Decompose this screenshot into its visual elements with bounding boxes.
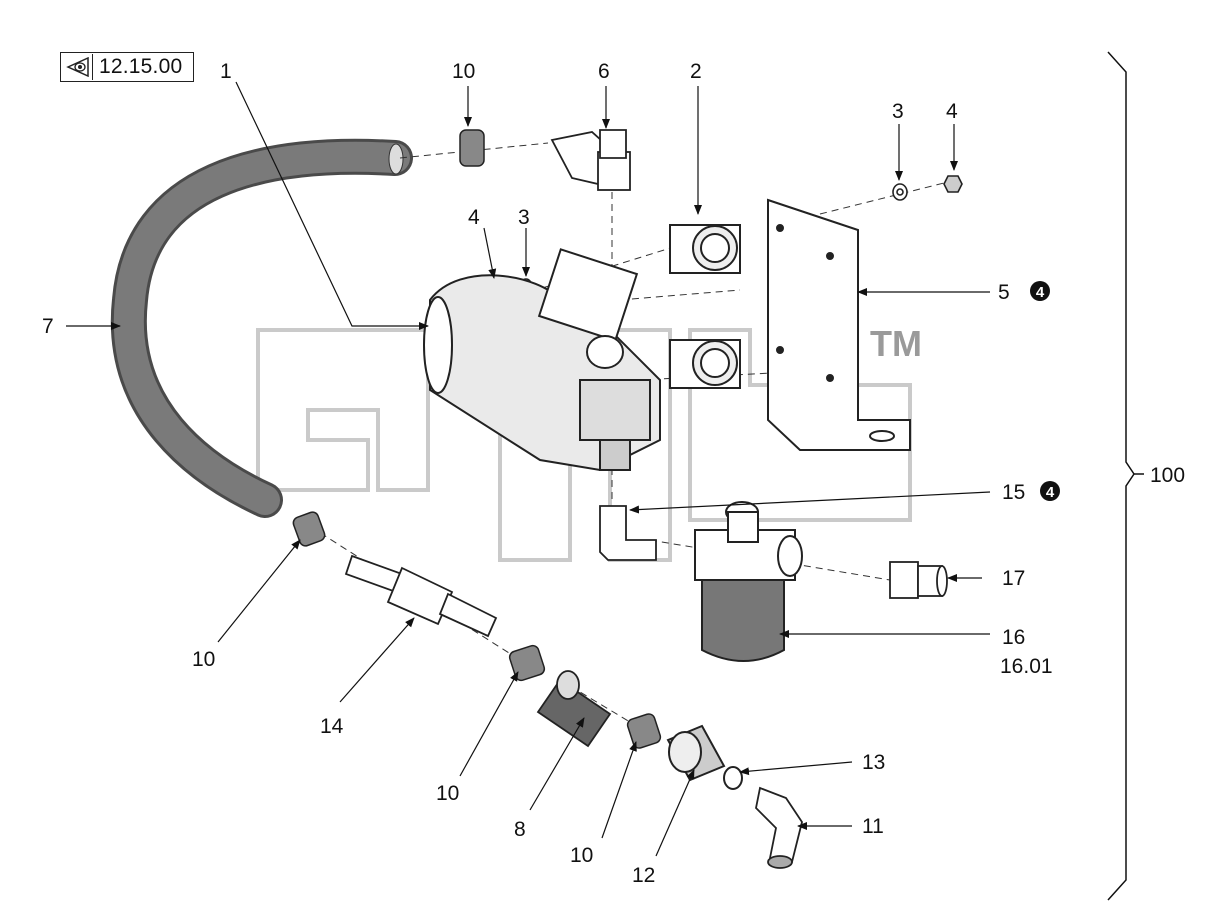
reference-box[interactable]: 12.15.00 [60,52,194,82]
leader-lines [66,81,991,857]
union-nut[interactable] [666,724,726,782]
callout-3-left[interactable]: 3 [518,206,530,229]
reference-number: 12.15.00 [99,55,183,78]
view-arrow-eye-icon [64,54,93,80]
washer-top[interactable] [892,183,908,201]
hose-clamp-middle[interactable] [508,644,546,682]
nut-top[interactable] [943,175,963,193]
note-badge-15: 4 [1040,481,1060,501]
callout-4-top[interactable]: 4 [946,100,958,123]
hose-clamp-lower[interactable] [626,712,662,749]
group-brace [1107,51,1135,901]
hose-tail-elbow[interactable] [755,786,803,869]
callout-100[interactable]: 100 [1150,464,1185,487]
svg-text:4: 4 [1046,484,1055,501]
svg-text:4: 4 [1036,284,1045,301]
inline-connector[interactable] [344,554,498,638]
callout-13[interactable]: 13 [862,751,885,774]
callout-6[interactable]: 6 [598,60,610,83]
callout-2[interactable]: 2 [690,60,702,83]
pipe-clamp-lower[interactable] [669,339,741,389]
callout-11[interactable]: 11 [862,815,884,838]
mounting-bracket[interactable] [767,198,911,451]
callout-10-middle[interactable]: 10 [436,782,459,805]
threaded-nipple[interactable] [889,561,948,599]
callout-16-01[interactable]: 16.01 [1000,655,1053,678]
callout-8[interactable]: 8 [514,818,526,841]
callout-10-lower[interactable]: 10 [570,844,593,867]
hose-clamp-left[interactable] [292,510,327,547]
callout-15[interactable]: 15 [1002,481,1025,504]
hose-piece[interactable] [536,670,612,748]
elbow-connector[interactable] [599,505,657,561]
callout-5[interactable]: 5 [998,281,1010,304]
water-filter[interactable] [694,501,803,662]
callout-12[interactable]: 12 [632,864,655,887]
hose[interactable] [110,138,413,518]
callout-1[interactable]: 1 [220,60,232,83]
callout-17[interactable]: 17 [1002,567,1025,590]
hose-clamp-top[interactable] [459,129,485,167]
callout-14[interactable]: 14 [320,715,344,738]
pipe-clamp[interactable] [669,224,741,274]
callout-10-top[interactable]: 10 [452,60,475,83]
elbow-fitting[interactable] [550,129,631,191]
o-ring[interactable] [723,766,743,790]
callout-16[interactable]: 16 [1002,626,1025,649]
watermark-tm: TM [870,323,922,364]
callout-10-left[interactable]: 10 [192,648,215,671]
note-badge-5: 4 [1030,281,1050,301]
callout-3-top[interactable]: 3 [892,100,904,123]
pump-unit[interactable] [423,248,661,472]
callout-7[interactable]: 7 [42,315,54,338]
callout-4-left[interactable]: 4 [468,206,480,229]
